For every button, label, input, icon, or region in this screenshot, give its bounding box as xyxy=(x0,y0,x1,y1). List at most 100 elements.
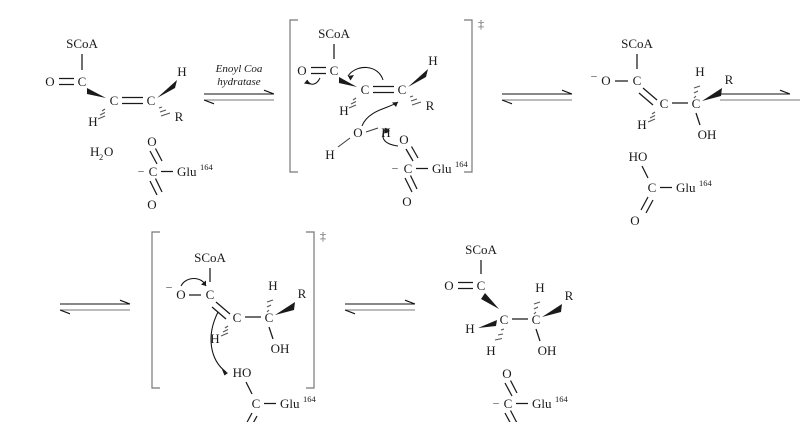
hash-bond-beta-h xyxy=(533,301,541,315)
atom-glu-carboxyl-carbon: C xyxy=(149,164,158,179)
label-glu-negative-charge: – xyxy=(391,162,398,174)
atom-glu-oxygen-bottom: O xyxy=(630,213,639,228)
hash-bond-beta-h xyxy=(266,299,274,313)
label-glu164: Glu xyxy=(280,396,300,411)
enzyme-label-line1: Enoyl Coa xyxy=(215,63,263,75)
group-glu164-acid: HO C Glu 164 O xyxy=(233,365,317,422)
atom-r-group: R xyxy=(426,98,435,113)
molecule-water: O H H xyxy=(325,125,390,162)
label-glu164: Glu xyxy=(532,396,552,411)
arrow-equilibrium-4 xyxy=(56,296,136,320)
arrow-equilibrium-3 xyxy=(716,86,800,110)
label-glu164-superscript: 164 xyxy=(455,159,469,169)
atom-water-oxygen: O xyxy=(353,125,362,140)
atom-r-group: R xyxy=(298,286,307,301)
hash-bond-beta-r xyxy=(158,106,171,117)
label-glu-hydroxyl: HO xyxy=(629,149,648,164)
label-glu-negative-charge: – xyxy=(137,165,144,177)
atom-r-group: R xyxy=(565,288,574,303)
atom-beta-carbon: C xyxy=(398,82,407,97)
atom-carbonyl-carbon: C xyxy=(477,278,486,293)
bracket-right xyxy=(464,19,473,173)
bracket-left xyxy=(289,19,298,173)
atom-r-group: R xyxy=(725,72,734,87)
atom-glu-carboxyl-carbon: C xyxy=(252,396,261,411)
hash-bond-alpha-h xyxy=(220,325,229,337)
hash-bond-alpha-h xyxy=(348,97,357,109)
enzyme-label-line2: hydratase xyxy=(217,76,261,88)
curved-arrow-alkene-to-alpha xyxy=(347,66,384,81)
atom-beta-carbon: C xyxy=(265,310,274,325)
label-water-h: H xyxy=(90,144,99,159)
atom-alpha-carbon: C xyxy=(361,82,370,97)
atom-glu-carboxyl-carbon: C xyxy=(504,396,513,411)
atom-water-hydrogen-left: H xyxy=(325,147,334,162)
label-water-subscript: 2 xyxy=(99,152,103,162)
arrow-equilibrium-5 xyxy=(341,296,421,320)
label-oxyanion-charge: – xyxy=(165,281,172,293)
label-hydroxyl: OH xyxy=(271,341,290,356)
label-oxyanion-charge: – xyxy=(590,70,597,82)
species-transition-state-1: ‡ SCoA C O C H C xyxy=(286,14,486,209)
atom-carbonyl-carbon: C xyxy=(330,63,339,78)
label-scoa: SCoA xyxy=(318,26,350,41)
label-glu164-superscript: 164 xyxy=(555,394,569,404)
label-glu164: Glu xyxy=(177,164,197,179)
molecule-water: H 2 O xyxy=(90,144,113,162)
atom-beta-hydrogen: H xyxy=(428,53,437,68)
group-glu164-carboxylate: O – C Glu 164 O xyxy=(137,134,213,212)
label-glu164-superscript: 164 xyxy=(200,162,214,172)
atom-glu-oxygen-top: O xyxy=(399,132,408,147)
label-glu164-superscript: 164 xyxy=(303,394,317,404)
species-enolate-intermediate: SCoA – O C C H C xyxy=(590,26,760,228)
label-glu164: Glu xyxy=(676,180,696,195)
atom-alpha-hydrogen-left: H xyxy=(465,321,474,336)
label-hydroxyl: OH xyxy=(698,127,717,142)
species-product: SCoA C O C H H C xyxy=(436,230,616,422)
atom-glu-oxygen-top: O xyxy=(502,366,511,381)
label-hydroxyl: OH xyxy=(538,343,557,358)
arrow-equilibrium-1: Enoyl Coa hydratase xyxy=(196,58,282,113)
hash-bond-alpha-h xyxy=(647,111,656,123)
species-transition-state-2: ‡ SCoA – O C C H xyxy=(148,226,348,422)
atom-alpha-hydrogen-down: H xyxy=(486,343,495,358)
atom-beta-carbon: C xyxy=(692,96,701,111)
atom-alpha-carbon: C xyxy=(660,96,669,111)
curved-arrow-water-to-beta xyxy=(361,101,399,127)
species-substrate: SCoA C O C H C xyxy=(40,18,230,212)
atom-beta-carbon: C xyxy=(147,93,156,108)
atom-alpha-hydrogen: H xyxy=(339,103,348,118)
atom-alpha-hydrogen: H xyxy=(637,117,646,132)
bracket-left xyxy=(151,231,160,389)
atom-glu-oxygen-bottom: O xyxy=(147,197,156,212)
label-glu164-superscript: 164 xyxy=(699,178,713,188)
atom-beta-hydrogen: H xyxy=(177,64,186,79)
group-glu164-carboxylate: O – C Glu 164 O xyxy=(492,366,569,422)
hash-bond-alpha-h-down xyxy=(494,328,505,341)
label-glu164: Glu xyxy=(432,161,452,176)
atom-carbonyl-oxygen: O xyxy=(444,278,453,293)
group-glu164-carboxylate: O – C Glu 164 O xyxy=(391,132,468,209)
atom-carbonyl-carbon: C xyxy=(78,74,87,89)
atom-carbonyl-oxygen: O xyxy=(297,63,306,78)
atom-alpha-hydrogen: H xyxy=(210,331,219,346)
atom-beta-hydrogen: H xyxy=(268,278,277,293)
atom-carbonyl-oxygen: O xyxy=(45,74,54,89)
label-scoa: SCoA xyxy=(66,36,98,51)
atom-alpha-carbon: C xyxy=(110,93,119,108)
atom-alpha-carbon: C xyxy=(500,312,509,327)
atom-enol-carbon: C xyxy=(206,287,215,302)
atom-beta-hydrogen: H xyxy=(695,64,704,79)
label-glu-hydroxyl: HO xyxy=(233,365,252,380)
hash-bond-beta-r xyxy=(409,95,422,106)
arrow-equilibrium-2 xyxy=(498,86,578,110)
hash-bond-beta-h xyxy=(693,85,701,99)
atom-r-group: R xyxy=(175,109,184,124)
label-scoa: SCoA xyxy=(465,242,497,257)
atom-glu-carboxyl-carbon: C xyxy=(404,161,413,176)
label-scoa: SCoA xyxy=(621,36,653,51)
label-glu-negative-charge: – xyxy=(492,397,499,409)
atom-glu-oxygen-top: O xyxy=(147,134,156,149)
atom-enolate-oxygen: O xyxy=(601,73,610,88)
